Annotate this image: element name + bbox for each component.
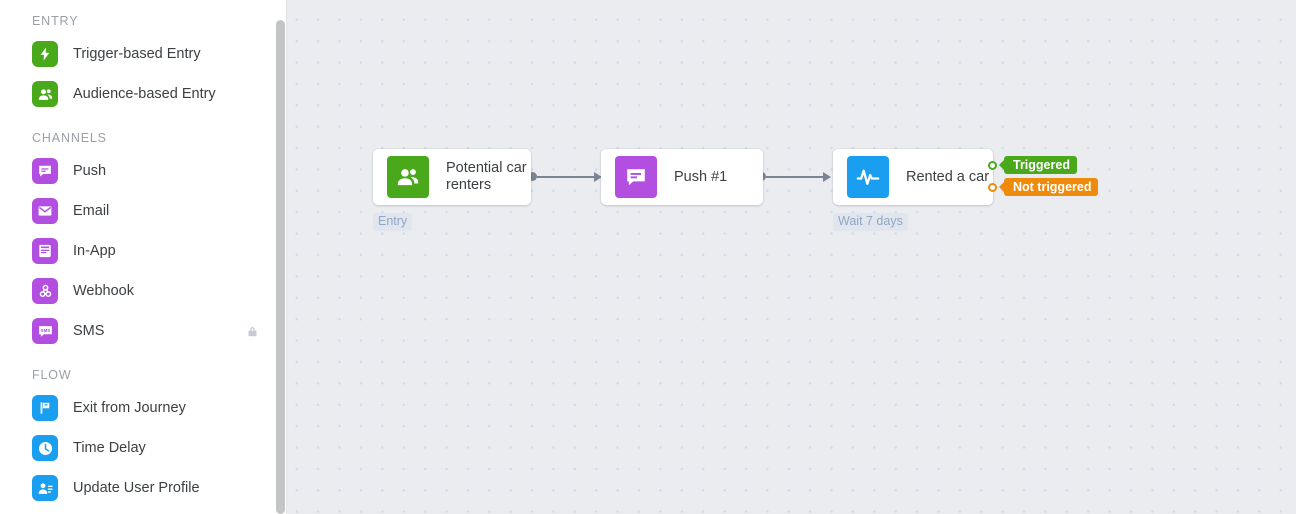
branch-connector-not-triggered[interactable] — [988, 183, 997, 192]
palette-item-label: Email — [73, 203, 110, 219]
connector-dot-entry-out[interactable] — [528, 172, 537, 181]
palette-item-label: Update User Profile — [73, 480, 200, 496]
branch-badge-triggered[interactable]: Triggered — [999, 156, 1077, 174]
branch-badge-not-triggered[interactable]: Not triggered — [998, 178, 1099, 196]
palette-item-push[interactable]: Push — [10, 151, 287, 191]
user-edit-icon — [32, 475, 58, 501]
lightning-bolt-icon — [32, 41, 58, 67]
palette-item-label: SMS — [73, 323, 105, 339]
palette-item-exit-from-journey[interactable]: Exit from Journey — [10, 388, 287, 428]
palette-item-webhook[interactable]: Webhook — [10, 271, 287, 311]
palette-section-title-flow: FLOW — [32, 368, 72, 382]
canvas-node-push-title: Push #1 — [674, 168, 728, 185]
palette-item-label: Audience-based Entry — [73, 86, 216, 102]
sms-bubble-icon: SMS — [32, 318, 58, 344]
webhook-icon — [32, 278, 58, 304]
palette-item-email[interactable]: Email — [10, 191, 287, 231]
palette-item-time-delay[interactable]: Time Delay — [10, 428, 287, 468]
canvas-node-event[interactable]: Rented a car — [833, 149, 993, 205]
branch-badge-triggered-label: Triggered — [1013, 158, 1070, 172]
canvas-node-event-sublabel: Wait 7 days — [833, 213, 908, 231]
component-palette-sidebar: ENTRY Trigger-based Entry — [0, 0, 287, 514]
palette-item-label: Exit from Journey — [73, 400, 186, 416]
palette-item-audience-based-entry[interactable]: Audience-based Entry — [10, 74, 287, 114]
push-message-icon — [615, 156, 657, 198]
connector-arrow-push-to-event — [823, 171, 831, 182]
palette-item-label: Time Delay — [73, 440, 146, 456]
canvas-node-push[interactable]: Push #1 — [601, 149, 763, 205]
connector-line-entry-to-push — [537, 175, 595, 178]
email-envelope-icon — [32, 198, 58, 224]
lock-icon — [246, 324, 259, 339]
connector-line-push-to-event — [766, 175, 824, 178]
clock-icon — [32, 435, 58, 461]
in-app-window-icon — [32, 238, 58, 264]
sidebar-scrollbar-track[interactable] — [276, 0, 286, 514]
palette-item-label: In-App — [73, 243, 116, 259]
canvas-node-entry[interactable]: Potential car renters — [373, 149, 531, 205]
palette-item-update-user-profile[interactable]: Update User Profile — [10, 468, 287, 508]
users-group-icon — [32, 81, 58, 107]
palette-item-sms[interactable]: SMS SMS — [10, 311, 287, 351]
activity-pulse-icon — [847, 156, 889, 198]
svg-text:SMS: SMS — [40, 327, 50, 332]
canvas-node-entry-title: Potential car renters — [446, 160, 527, 193]
connector-arrow-entry-to-push — [594, 171, 602, 182]
branch-connector-triggered[interactable] — [988, 161, 997, 170]
palette-section-title-entry: ENTRY — [32, 14, 79, 28]
palette-section-title-channels: CHANNELS — [32, 131, 107, 145]
branch-badge-not-triggered-label: Not triggered — [1013, 180, 1092, 194]
sidebar-divider — [286, 0, 287, 514]
palette-scroll-area[interactable]: ENTRY Trigger-based Entry — [10, 0, 287, 514]
palette-item-trigger-based-entry[interactable]: Trigger-based Entry — [10, 34, 287, 74]
palette-item-label: Trigger-based Entry — [73, 46, 201, 62]
canvas-node-event-title: Rented a car — [906, 168, 990, 185]
sidebar-scrollbar-thumb[interactable] — [276, 20, 285, 514]
palette-item-label: Webhook — [73, 283, 134, 299]
palette-item-label: Push — [73, 163, 107, 179]
users-group-icon — [387, 156, 429, 198]
canvas-node-entry-sublabel: Entry — [373, 213, 413, 231]
exit-flag-icon — [32, 395, 58, 421]
palette-item-in-app[interactable]: In-App — [10, 231, 287, 271]
push-message-icon — [32, 158, 58, 184]
